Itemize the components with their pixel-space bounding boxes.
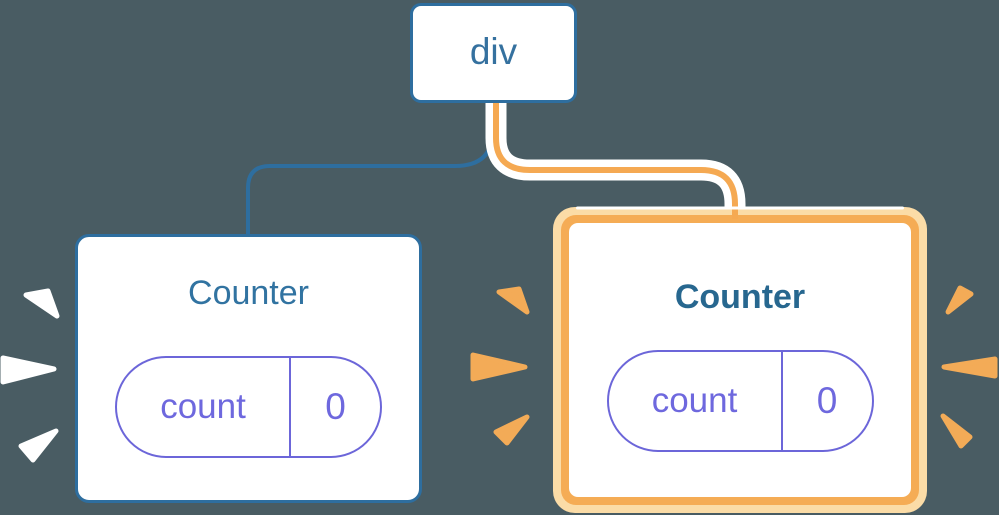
edge-div-to-right-counter	[493, 100, 738, 219]
counter-card-left: Counter count 0	[75, 234, 422, 503]
highlight-border: Counter count 0	[561, 215, 919, 505]
state-key: count	[117, 358, 291, 456]
spark-icon	[0, 355, 57, 385]
right-sparks	[940, 285, 998, 449]
spark-icon	[940, 413, 973, 449]
left-sparks	[0, 288, 60, 463]
spark-icon	[496, 286, 530, 315]
node-label: div	[469, 30, 518, 72]
spark-icon	[945, 285, 974, 315]
counter-title: Counter	[188, 274, 309, 312]
counter-title: Counter	[674, 278, 806, 316]
spark-icon	[470, 352, 528, 382]
spark-icon	[493, 414, 530, 446]
mid-sparks	[470, 286, 530, 446]
state-pill: count 0	[115, 356, 382, 458]
spark-icon	[23, 288, 60, 319]
spark-icon	[18, 428, 59, 463]
edge-div-to-left-counter	[246, 100, 495, 236]
state-pill: count 0	[606, 350, 874, 452]
state-value: 0	[325, 386, 346, 427]
state-value: 0	[816, 380, 838, 421]
edge-glow-halo	[485, 100, 746, 209]
counter-card-right: Counter count 0	[569, 223, 911, 497]
tree-node-div: div	[410, 3, 577, 103]
state-key: count	[609, 352, 783, 450]
counter-card-right-highlight: Counter count 0	[553, 207, 927, 513]
spark-icon	[941, 356, 998, 379]
